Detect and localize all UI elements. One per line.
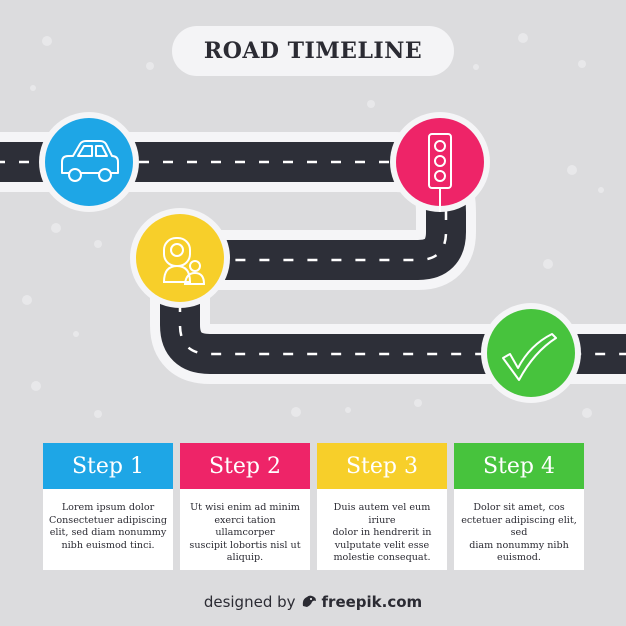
step-card-3: Step 3 Duis autem vel eum iriure dolor i… <box>317 443 447 570</box>
step-description: Ut wisi enim ad minim exerci tation ulla… <box>189 502 301 563</box>
step-header: Step 4 <box>454 443 584 489</box>
step-description: Duis autem vel eum iriure dolor in hendr… <box>332 502 432 563</box>
step-label: Step 3 <box>345 453 418 479</box>
milestone-people <box>130 208 230 308</box>
milestone-check <box>481 303 581 403</box>
step-header: Step 3 <box>317 443 447 489</box>
background-dots <box>22 33 604 418</box>
people-icon <box>162 237 206 285</box>
step-card-4: Step 4 Dolor sit amet, cos ectetuer adip… <box>454 443 584 570</box>
step-label: Step 4 <box>482 453 555 479</box>
car-icon <box>61 140 119 182</box>
credit-brand[interactable]: freepik.com <box>321 593 423 611</box>
step-label: Step 1 <box>71 453 144 479</box>
step-header: Step 2 <box>180 443 310 489</box>
checkmark-icon <box>502 333 557 381</box>
credit-prefix: designed by <box>203 593 296 611</box>
traffic-light-icon <box>428 133 452 212</box>
credit-footer: designed by freepik.com <box>0 588 626 616</box>
step-card-2: Step 2 Ut wisi enim ad minim exerci tati… <box>180 443 310 570</box>
milestone-traffic-light <box>390 112 490 212</box>
step-description: Dolor sit amet, cos ectetuer adipiscing … <box>461 502 577 563</box>
freepik-logo-icon <box>302 595 316 607</box>
milestone-car <box>39 112 139 212</box>
page-title: ROAD TIMELINE <box>172 26 454 76</box>
step-header: Step 1 <box>43 443 173 489</box>
step-card-1: Step 1 Lorem ipsum dolor Consectetuer ad… <box>43 443 173 570</box>
step-description: Lorem ipsum dolor Consectetuer adipiscin… <box>49 502 167 551</box>
step-label: Step 2 <box>208 453 281 479</box>
